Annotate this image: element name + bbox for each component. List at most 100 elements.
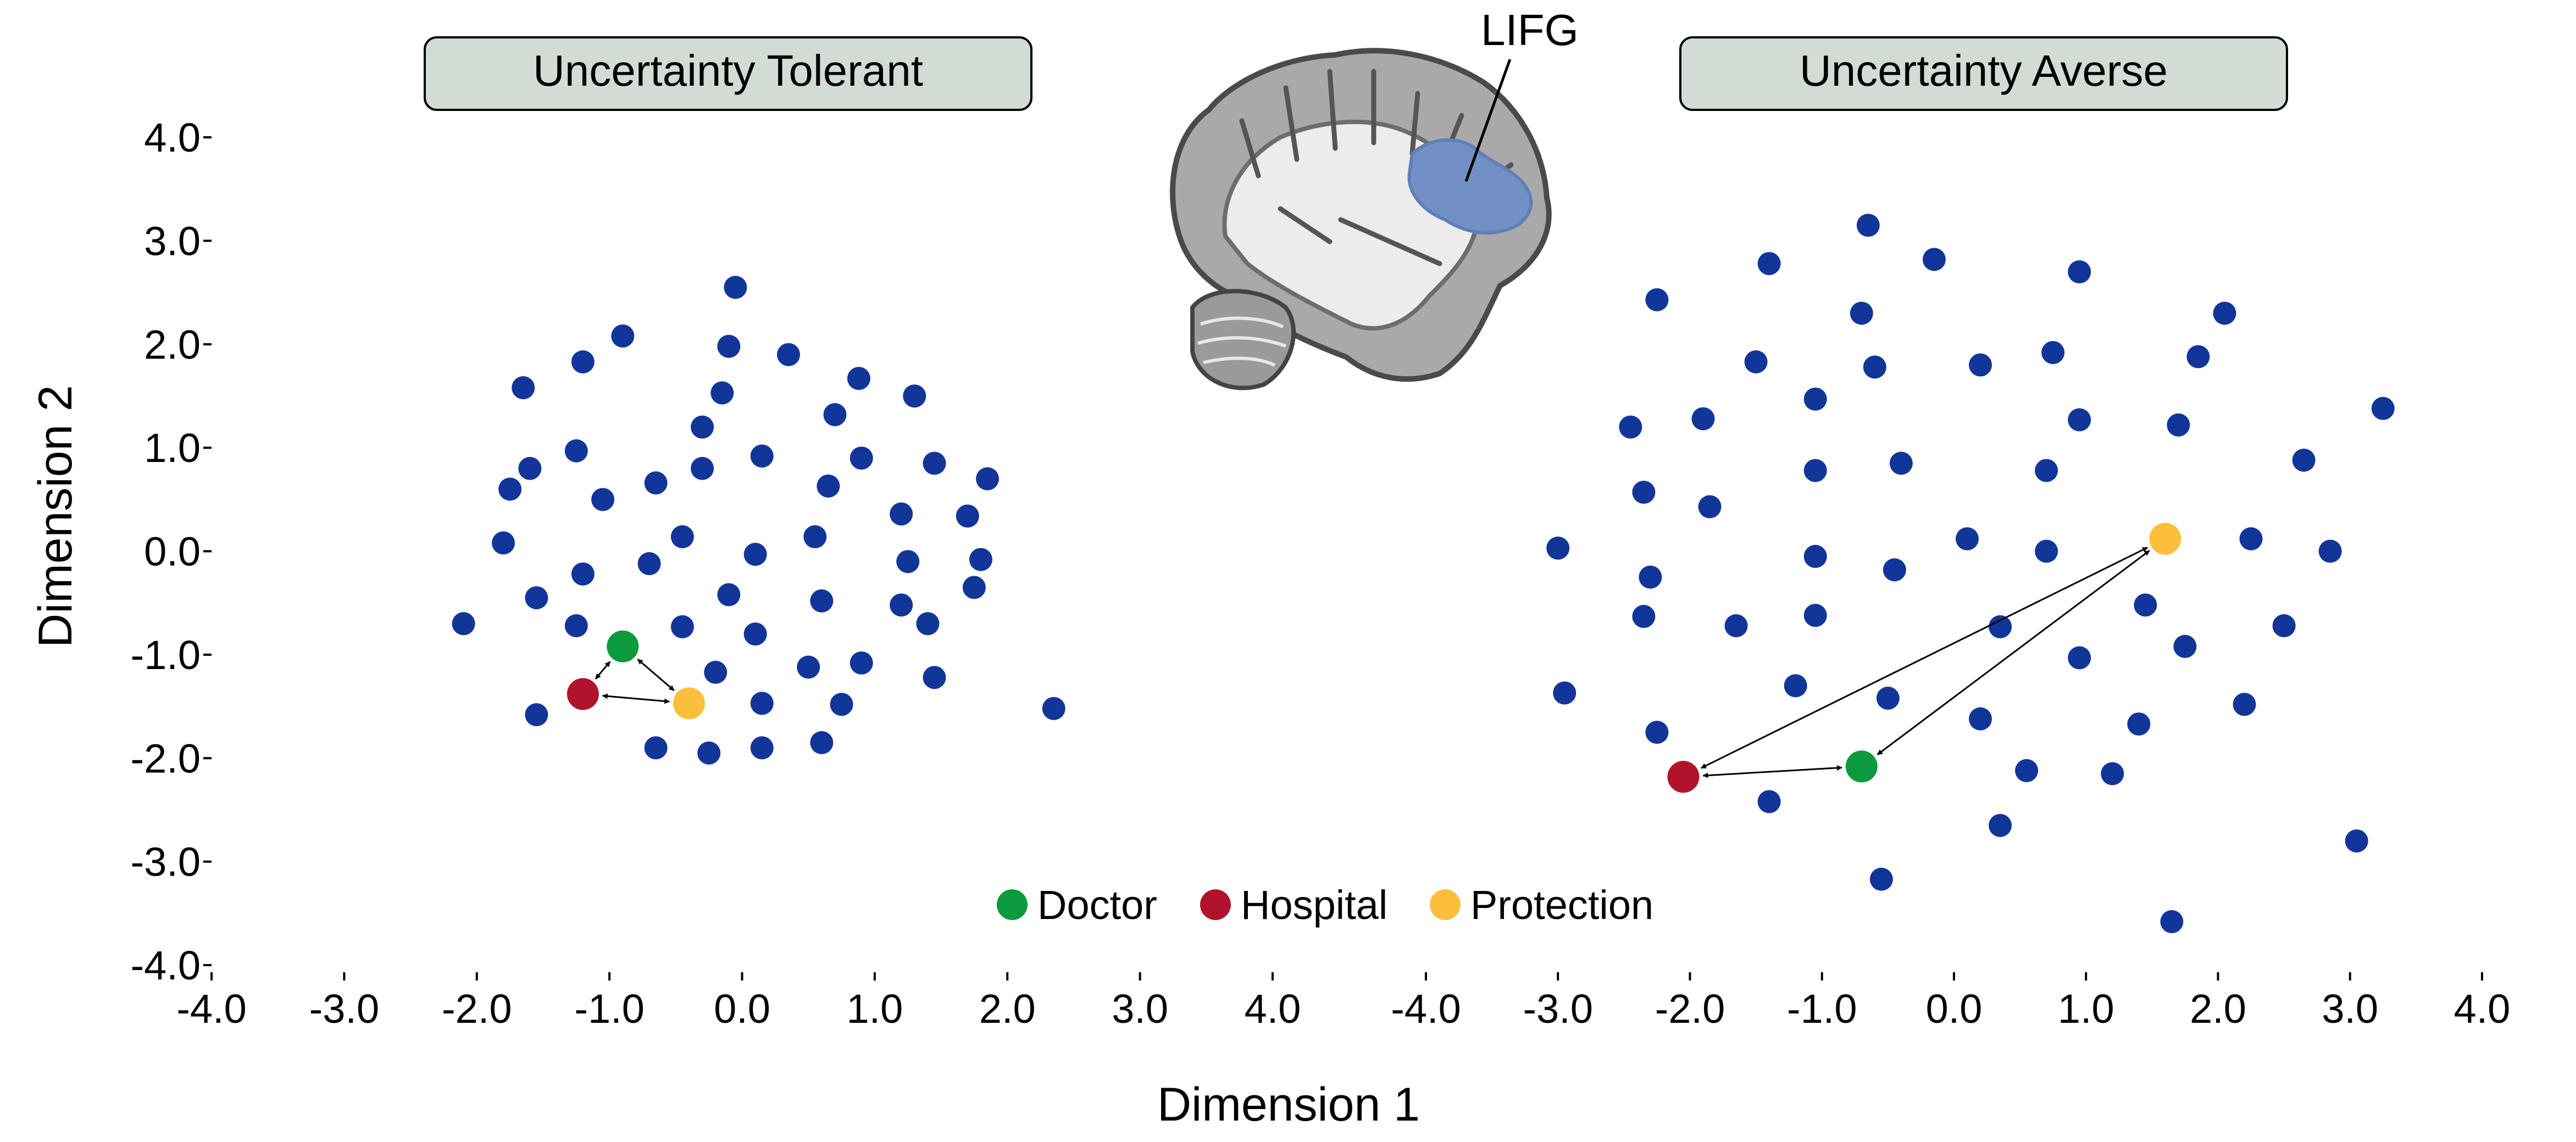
- data-point: [2233, 693, 2256, 716]
- x-tick-label: 3.0: [1112, 986, 1168, 1032]
- x-tick-label: -3.0: [309, 986, 380, 1032]
- x-tick-label: -2.0: [442, 986, 512, 1032]
- data-point: [498, 477, 522, 501]
- data-point: [1639, 565, 1662, 589]
- lifg-label: LIFG: [1481, 5, 1579, 54]
- data-point: [525, 586, 548, 610]
- y-tick-label: -4.0: [130, 943, 201, 988]
- data-point: [452, 612, 475, 636]
- data-point: [691, 456, 714, 480]
- data-point: [571, 350, 595, 374]
- data-point: [691, 415, 714, 439]
- highlight-point-protection: [673, 687, 705, 720]
- data-point: [717, 335, 741, 358]
- x-tick-label: -4.0: [1391, 986, 1461, 1032]
- y-axis: 4.03.02.01.00.0-1.0-2.0-3.0-4.0: [130, 115, 212, 988]
- brain-cerebellum-folds: [1197, 316, 1287, 367]
- data-point: [1698, 495, 1722, 519]
- data-point: [2239, 527, 2263, 550]
- data-point: [2134, 593, 2157, 617]
- y-tick-label: 4.0: [144, 115, 201, 160]
- x-tick-label: 2.0: [979, 986, 1036, 1032]
- data-point: [637, 552, 661, 576]
- data-point: [644, 736, 668, 760]
- data-point: [1724, 614, 1748, 638]
- data-point: [1757, 252, 1781, 275]
- y-tick-label: -2.0: [130, 736, 201, 781]
- data-point: [2127, 712, 2151, 736]
- data-point: [962, 576, 986, 599]
- y-tick-label: 2.0: [144, 322, 201, 367]
- data-point: [2035, 459, 2058, 482]
- data-point: [670, 525, 694, 549]
- data-point: [1989, 814, 2012, 837]
- data-point: [923, 452, 946, 475]
- legend-label-protection: Protection: [1470, 882, 1653, 928]
- x-tick-label: 1.0: [2058, 986, 2114, 1032]
- distance-arrow-hospital-protection: [602, 693, 670, 704]
- data-point: [1889, 452, 1913, 475]
- data-point: [2101, 762, 2124, 786]
- data-point: [750, 736, 774, 760]
- data-point: [670, 615, 694, 639]
- data-point: [644, 471, 668, 495]
- data-point: [823, 403, 847, 426]
- lifg-roi: [1407, 138, 1533, 235]
- distance-arrow-doctor-hospital: [1702, 765, 1842, 778]
- data-point: [1042, 697, 1065, 720]
- data-point: [956, 504, 979, 528]
- data-point: [2068, 260, 2091, 283]
- data-point: [1632, 605, 1656, 628]
- data-point: [1546, 536, 1570, 560]
- highlight-point-hospital: [1667, 761, 1700, 793]
- data-point: [976, 467, 1000, 491]
- data-point: [743, 622, 767, 646]
- legend-marker-doctor: [997, 889, 1028, 920]
- data-point: [2371, 397, 2395, 420]
- highlight-point-hospital: [567, 678, 599, 710]
- y-tick-label: 0.0: [144, 529, 201, 575]
- x-tick-label: 0.0: [1926, 986, 1983, 1032]
- data-point: [916, 612, 940, 636]
- data-point: [564, 614, 588, 638]
- data-point: [2160, 910, 2184, 933]
- data-point: [896, 550, 920, 573]
- legend-marker-protection: [1430, 889, 1461, 920]
- x-tick-label: -2.0: [1655, 986, 1725, 1032]
- data-point: [1803, 544, 1827, 568]
- right-panel-title-text: Uncertainty Averse: [1800, 46, 2168, 95]
- data-point: [1784, 674, 1807, 698]
- x-tick-label: 1.0: [846, 986, 903, 1032]
- data-point: [850, 446, 873, 470]
- data-point: [1969, 353, 1992, 377]
- x-tick-label: 4.0: [1245, 986, 1301, 1032]
- data-point: [1645, 721, 1669, 744]
- highlight-point-protection: [2149, 522, 2181, 555]
- data-point: [1632, 481, 1656, 504]
- y-tick-label: 1.0: [144, 425, 201, 471]
- data-point: [518, 456, 542, 480]
- data-point: [1883, 558, 1906, 582]
- data-point: [2035, 539, 2058, 563]
- x-tick-label: 3.0: [2322, 986, 2378, 1032]
- data-point: [2272, 614, 2296, 638]
- data-point: [512, 376, 535, 399]
- data-point: [743, 543, 767, 566]
- data-point: [847, 366, 870, 390]
- x-axis-label: Dimension 1: [1157, 1078, 1420, 1131]
- data-point: [890, 593, 913, 617]
- legend: Doctor Hospital Protection: [997, 882, 1653, 928]
- data-point: [2318, 539, 2342, 563]
- data-point: [2041, 341, 2065, 364]
- right-panel-title: Uncertainty Averse: [1679, 36, 2288, 111]
- data-point: [2015, 759, 2039, 782]
- data-point: [750, 444, 774, 468]
- data-point: [1956, 527, 1979, 550]
- data-point: [1757, 790, 1781, 814]
- y-tick-label: 3.0: [144, 218, 201, 264]
- brain-illustration: LIFG: [1170, 5, 1579, 391]
- data-point: [697, 741, 721, 765]
